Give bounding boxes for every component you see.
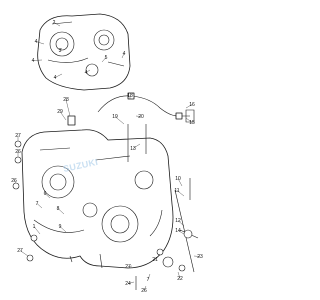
callout-number: 6 xyxy=(44,191,47,197)
small-fittings xyxy=(12,115,193,272)
leader-line xyxy=(127,265,133,267)
callout-number: 4 xyxy=(85,70,88,76)
callout-number: 10 xyxy=(175,176,181,182)
callout-number: 20 xyxy=(138,114,144,120)
leader-line xyxy=(59,226,67,233)
callout-number: 9 xyxy=(59,224,62,230)
leader-line xyxy=(33,226,41,235)
leader-line xyxy=(54,73,63,78)
leader-line xyxy=(127,281,135,284)
lower-crankcase-half xyxy=(21,129,174,269)
leader-line xyxy=(53,22,61,27)
callout-number: 24 xyxy=(125,281,131,287)
callout-number: 21 xyxy=(152,257,158,263)
callout-number: 15 xyxy=(189,120,195,126)
callout-number: 2 xyxy=(53,20,56,26)
leader-line xyxy=(185,104,193,109)
callout-number: 26 xyxy=(11,178,17,184)
callout-number: 5 xyxy=(105,55,108,61)
leader-line xyxy=(36,203,43,209)
leader-line xyxy=(13,180,17,184)
callout-number: 12 xyxy=(175,218,181,224)
leader-line xyxy=(193,255,201,257)
leader-line xyxy=(59,47,63,51)
callout-number: 29 xyxy=(57,109,63,115)
leader-line xyxy=(177,271,181,279)
leader-line xyxy=(35,41,45,45)
callout-number: 7 xyxy=(36,201,39,207)
callout-number: 4 xyxy=(32,58,35,64)
callout-number: 26 xyxy=(15,149,21,155)
callout-number: 22 xyxy=(177,276,183,282)
leader-line xyxy=(135,115,142,117)
leader-line xyxy=(132,143,141,149)
callout-number: 27 xyxy=(15,133,21,139)
leader-line xyxy=(147,273,151,280)
leader-line xyxy=(121,53,125,59)
leader-line xyxy=(177,178,183,187)
leader-line xyxy=(101,57,107,63)
callout-number: 16 xyxy=(189,102,195,108)
leader-line xyxy=(19,250,29,257)
callout-number: 11 xyxy=(174,188,179,194)
leader-line xyxy=(32,59,43,61)
leader-line xyxy=(59,111,67,121)
leader-line xyxy=(85,69,91,73)
leader-line xyxy=(176,190,185,197)
leader-line xyxy=(57,208,65,215)
callout-number: 1 xyxy=(33,224,36,230)
callout-number: 7 xyxy=(147,277,150,283)
leader-line xyxy=(65,99,71,117)
callout-number: 27 xyxy=(125,264,131,270)
upper-crankcase-half xyxy=(37,13,131,91)
leader-line xyxy=(44,193,51,199)
callout-number: 19 xyxy=(112,114,118,120)
callout-number: 14 xyxy=(175,228,181,234)
leader-line xyxy=(143,285,147,291)
callout-number: 3 xyxy=(59,48,62,54)
oil-pipe-assembly xyxy=(97,92,195,123)
callout-number: 27 xyxy=(17,248,23,254)
leader-line xyxy=(177,220,185,227)
leader-line xyxy=(185,117,193,123)
leader-line xyxy=(114,116,125,125)
leader-line xyxy=(154,253,161,260)
callout-number: 4 xyxy=(35,39,38,45)
callout-number: 28 xyxy=(63,97,69,103)
callout-number: 18 xyxy=(127,93,133,99)
callout-number: 4 xyxy=(54,75,57,81)
callout-number: 23 xyxy=(197,254,203,260)
callout-number: 4 xyxy=(123,51,126,57)
callout-number: 26 xyxy=(141,288,147,294)
callout-number: 13 xyxy=(130,146,136,152)
callout-number: 8 xyxy=(57,206,60,212)
leader-line xyxy=(177,230,185,235)
